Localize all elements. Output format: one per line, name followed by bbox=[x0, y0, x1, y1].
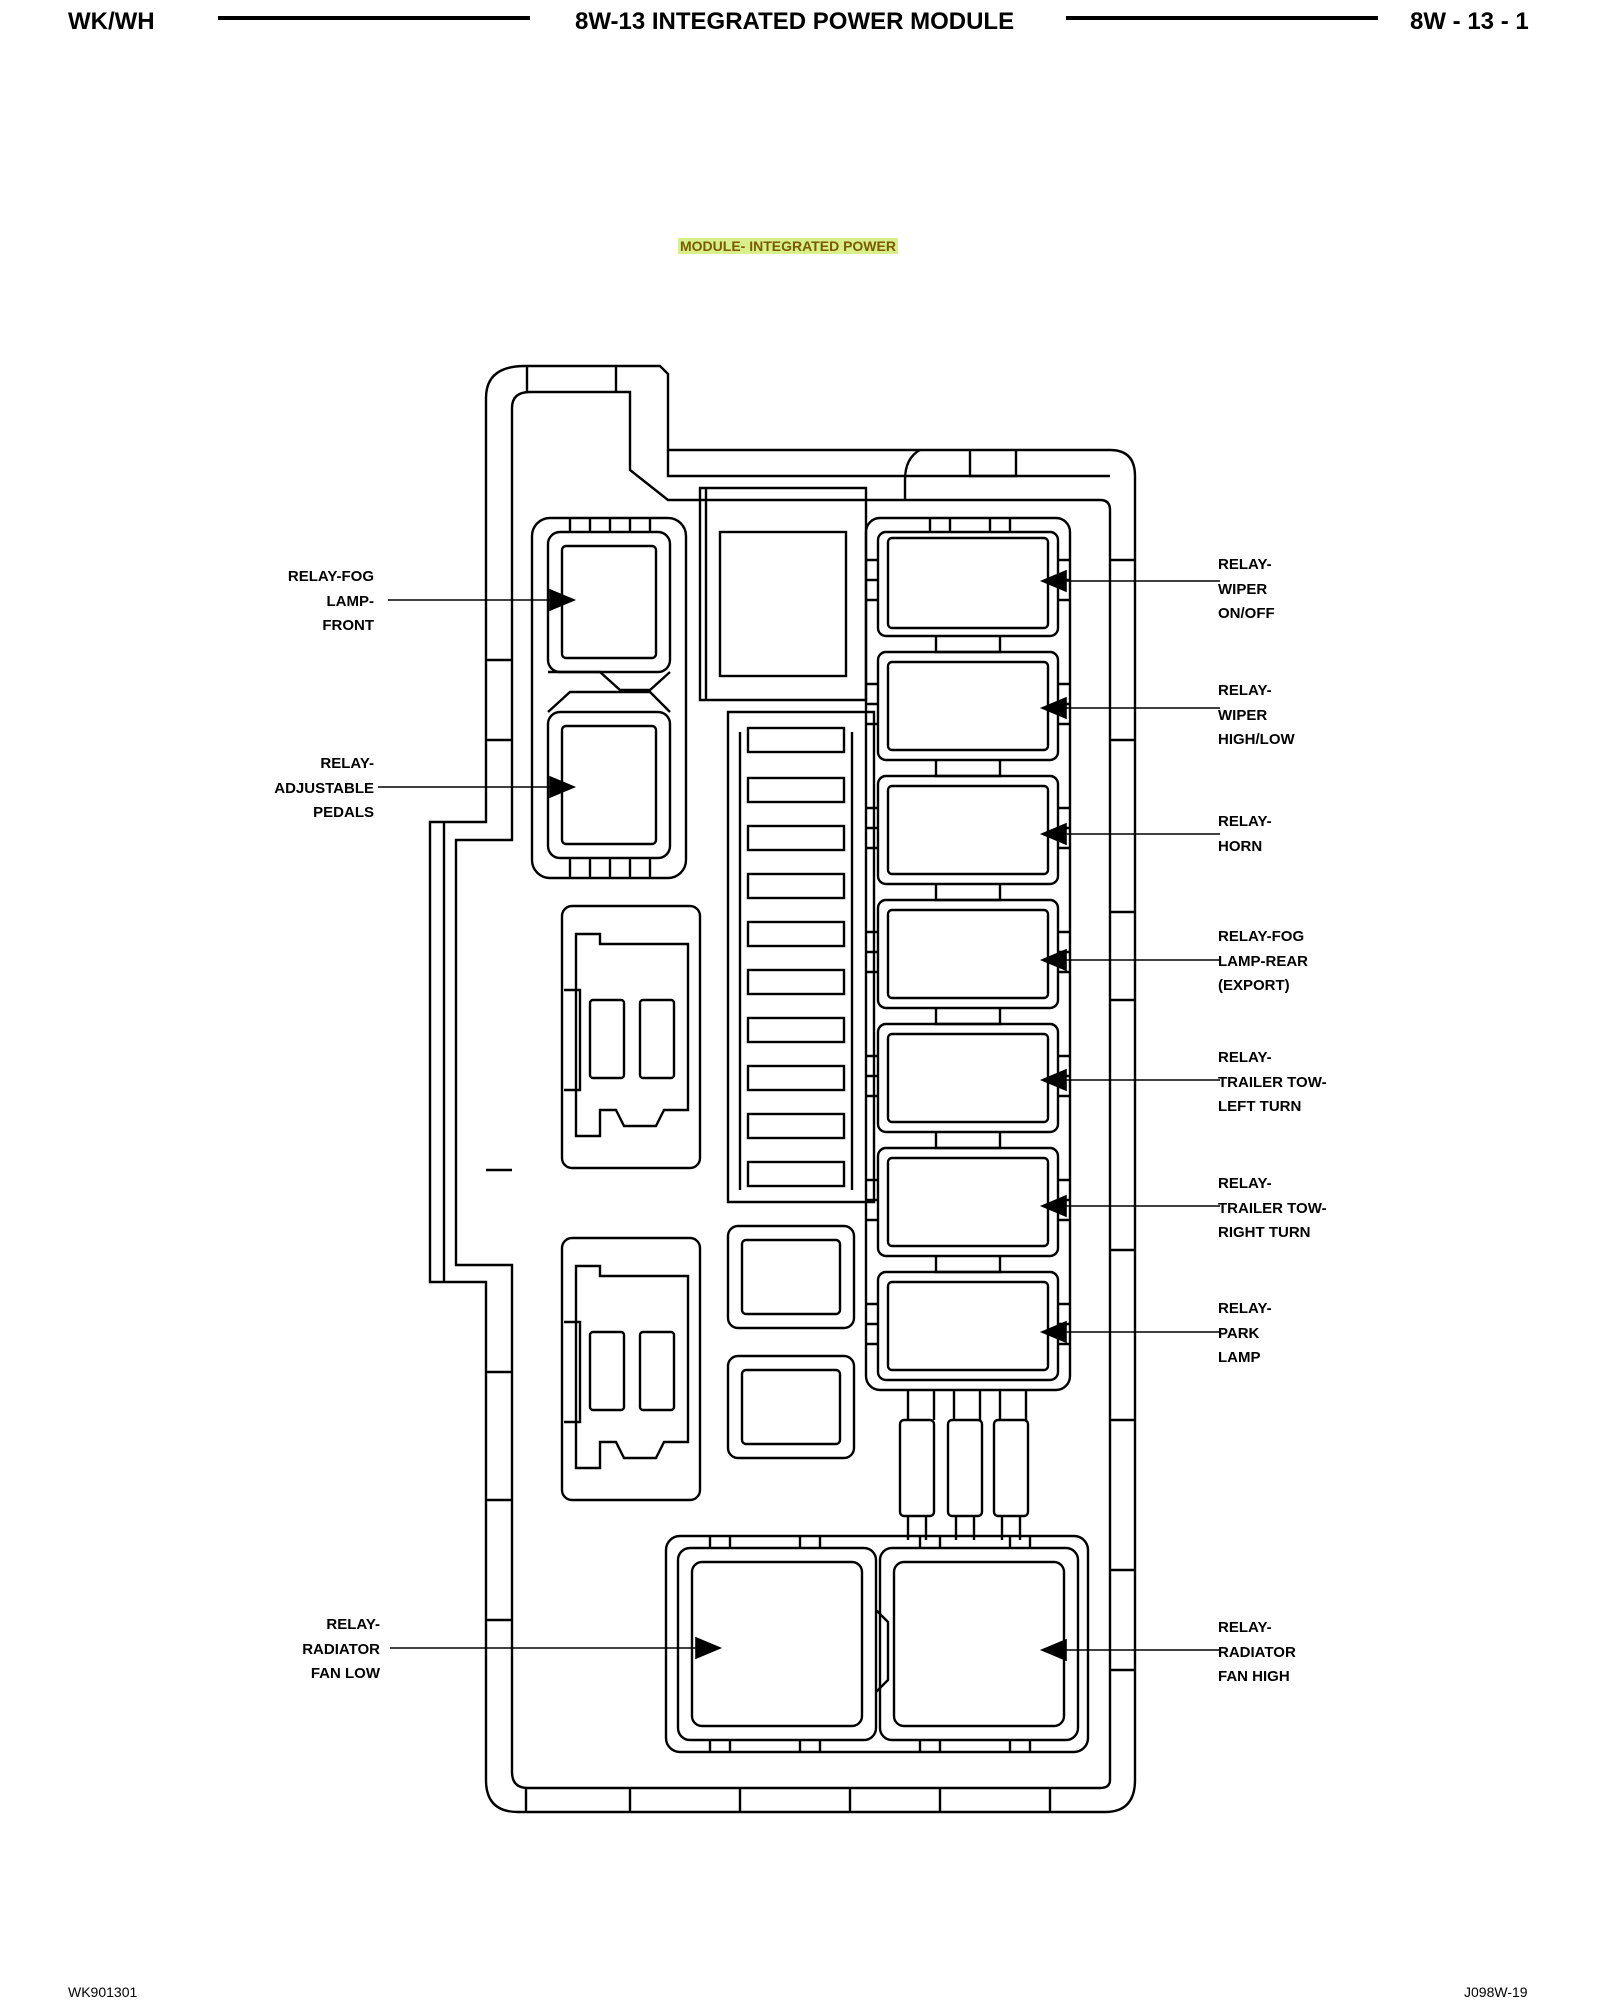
right-relays bbox=[876, 530, 1060, 1382]
arrow-adjustable-pedals bbox=[549, 775, 577, 799]
label-relay-horn: RELAY-HORN bbox=[1218, 813, 1272, 855]
footer-left: WK901301 bbox=[68, 1984, 138, 2000]
page-number: 8W - 13 - 1 bbox=[1410, 8, 1529, 35]
header-rule-right bbox=[1066, 16, 1378, 20]
fuse-strip bbox=[746, 726, 846, 1188]
header-rule-left bbox=[218, 16, 530, 20]
arrow-horn bbox=[1039, 822, 1067, 846]
arrow-trailer-right bbox=[1039, 1194, 1067, 1218]
page-title: 8W-13 INTEGRATED POWER MODULE bbox=[575, 8, 1015, 35]
arrow-wiper-highlow bbox=[1039, 696, 1067, 720]
arrow-trailer-left bbox=[1039, 1068, 1067, 1092]
module-title: MODULE- INTEGRATED POWER bbox=[678, 238, 898, 254]
arrow-fan-high bbox=[1039, 1638, 1067, 1662]
arrow-fog-front bbox=[549, 588, 577, 612]
housing-outline bbox=[428, 364, 1137, 1814]
arrow-fog-rear bbox=[1039, 948, 1067, 972]
label-relay-trailer-tow-right: RELAY-TRAILER TOW-RIGHT TURN bbox=[1218, 1175, 1327, 1241]
header-left: WK/WH bbox=[68, 8, 155, 35]
arrow-fan-low bbox=[695, 1636, 723, 1660]
footer-right: J098W-19 bbox=[1464, 1984, 1528, 2000]
label-relay-trailer-tow-left: RELAY-TRAILER TOW-LEFT TURN bbox=[1218, 1049, 1327, 1115]
housing-inner bbox=[454, 390, 1112, 1790]
arrow-wiper-onoff bbox=[1039, 569, 1067, 593]
arrow-park-lamp bbox=[1039, 1320, 1067, 1344]
